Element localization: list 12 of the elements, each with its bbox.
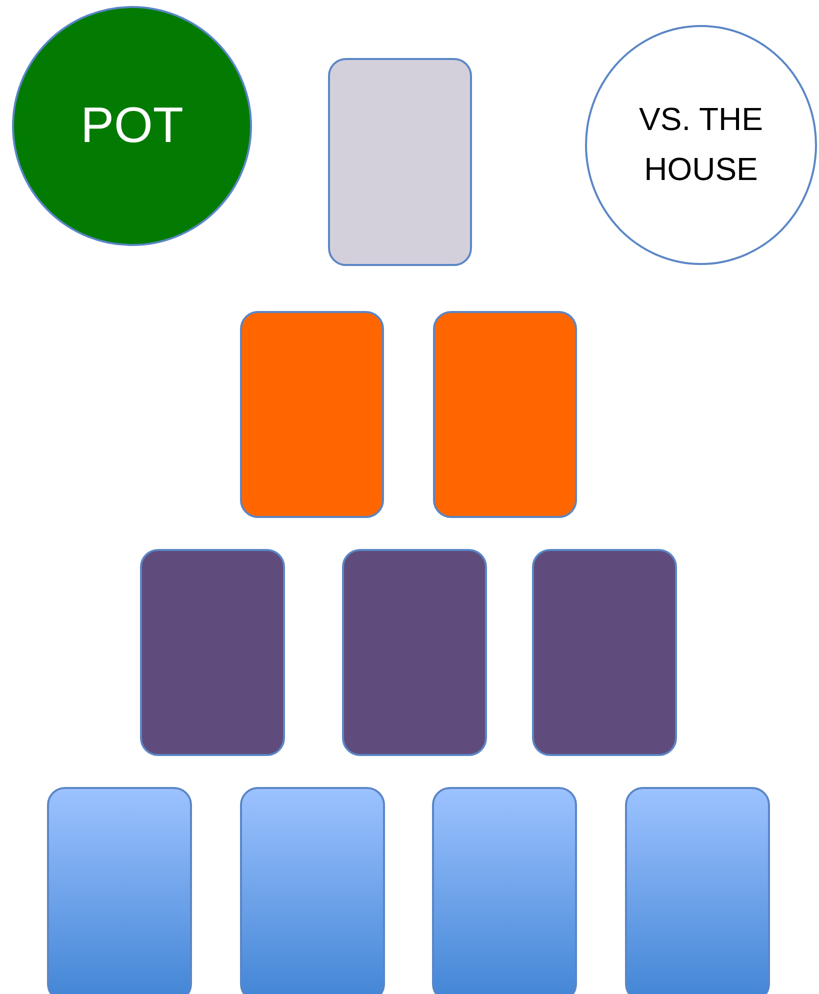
card [433,311,577,518]
card [328,58,472,266]
card [625,787,770,994]
card [342,549,487,756]
card [532,549,677,756]
card [240,311,384,518]
card [432,787,577,994]
card [240,787,385,994]
card [140,549,285,756]
token-circle: POT [12,6,252,246]
card [47,787,192,994]
token-circle: VS. THE HOUSE [585,25,817,265]
